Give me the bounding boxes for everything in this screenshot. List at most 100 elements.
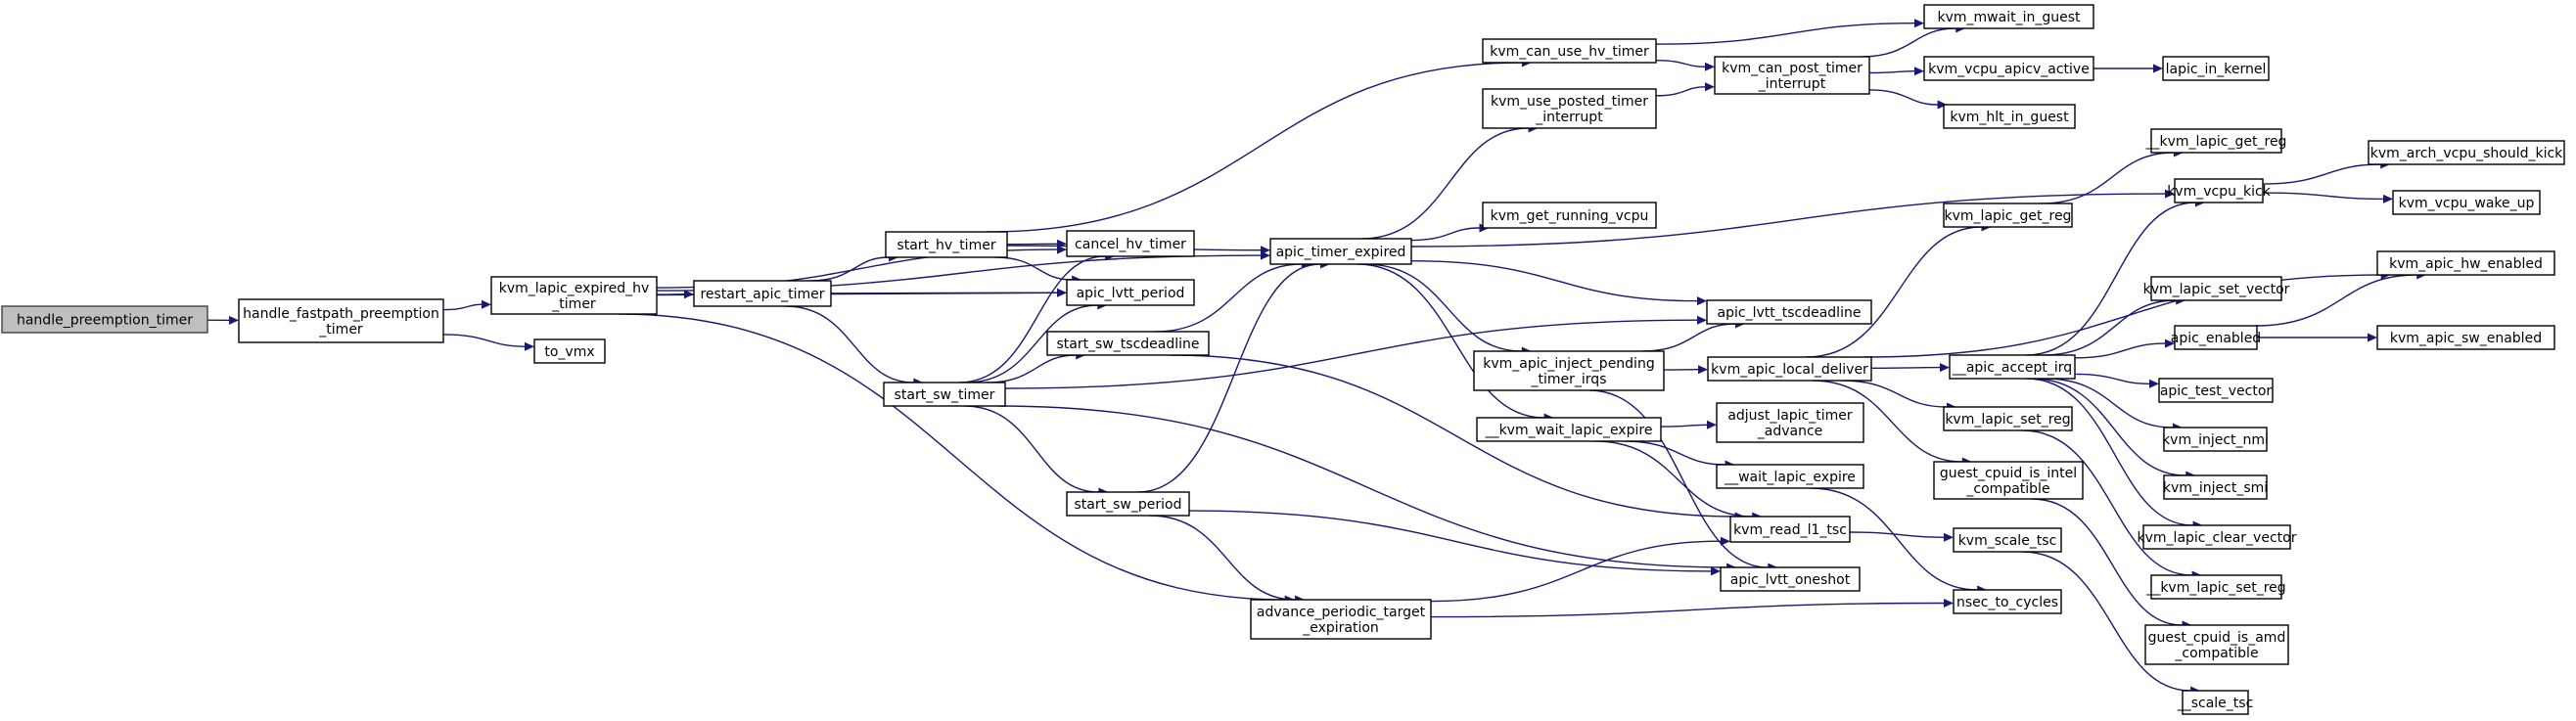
node-box[interactable] <box>2150 276 2282 301</box>
node-cancel-hv-timer[interactable]: cancel_hv_timer <box>1066 230 1195 257</box>
node-box[interactable] <box>1720 566 1861 592</box>
node-box[interactable] <box>1066 279 1195 306</box>
node-kvm-lapic-set-vector[interactable]: kvm_lapic_set_vector <box>2143 276 2290 301</box>
node-box[interactable] <box>490 276 658 315</box>
node-kvm-vcpu-apicv-active[interactable]: kvm_vcpu_apicv_active <box>1923 56 2094 81</box>
node-start-sw-timer[interactable]: start_sw_timer <box>883 382 1006 407</box>
node-box[interactable] <box>1706 299 1872 325</box>
node-kvm-inject-nmi[interactable]: kvm_inject_nmi <box>2162 427 2269 452</box>
node-box[interactable] <box>2150 574 2282 600</box>
node-kvm-vcpu-wake-up[interactable]: kvm_vcpu_wake_up <box>2392 190 2541 215</box>
node-kvm-apic-sw-enabled[interactable]: kvm_apic_sw_enabled <box>2376 325 2555 350</box>
node-box[interactable] <box>2368 140 2565 165</box>
node---kvm-lapic-get-reg[interactable]: __kvm_lapic_get_reg <box>2145 128 2287 154</box>
node-handle-preemption-timer[interactable]: handle_preemption_timer <box>1 305 208 334</box>
node-box[interactable] <box>1066 230 1195 257</box>
node-nsec-to-cycles[interactable]: nsec_to_cycles <box>1953 589 2062 614</box>
node-kvm-get-running-vcpu[interactable]: kvm_get_running_vcpu <box>1482 202 1657 229</box>
node-kvm-apic-local-deliver[interactable]: kvm_apic_local_deliver <box>1707 356 1872 382</box>
node-box[interactable] <box>1476 417 1662 442</box>
node---wait-lapic-expire[interactable]: __wait_lapic_expire <box>1716 464 1864 489</box>
node-box[interactable] <box>1 305 208 334</box>
node-kvm-apic-hw-enabled[interactable]: kvm_apic_hw_enabled <box>2376 250 2555 276</box>
node-to-vmx[interactable]: to_vmx <box>533 338 606 364</box>
node-box[interactable] <box>1923 56 2094 81</box>
node-advance-periodic-target-expiration[interactable]: advance_periodic_target_expiration <box>1250 599 1432 640</box>
node-box[interactable] <box>1482 88 1657 129</box>
node-box[interactable] <box>2142 524 2291 550</box>
node-box[interactable] <box>1923 4 2094 29</box>
node-apic-timer-expired[interactable]: apic_timer_expired <box>1269 238 1412 265</box>
node-box[interactable] <box>1949 354 2076 380</box>
node-box[interactable] <box>2150 128 2282 154</box>
node-box[interactable] <box>2392 190 2541 215</box>
node-lapic-in-kernel[interactable]: lapic_in_kernel <box>2162 56 2270 81</box>
node-box[interactable] <box>2182 690 2249 715</box>
node-box[interactable] <box>1943 203 2073 228</box>
node-box[interactable] <box>1066 491 1190 517</box>
node-kvm-scale-tsc[interactable]: kvm_scale_tsc <box>1953 527 2062 553</box>
node-kvm-apic-inject-pending-timer-irqs[interactable]: kvm_apic_inject_pending_timer_irqs <box>1473 350 1665 391</box>
node-box[interactable] <box>1716 402 1864 443</box>
node-box[interactable] <box>2376 325 2555 350</box>
node-box[interactable] <box>1953 527 2062 553</box>
node-box[interactable] <box>2163 474 2268 500</box>
node-box[interactable] <box>2174 325 2258 350</box>
node-box[interactable] <box>2174 178 2264 203</box>
node-start-hv-timer[interactable]: start_hv_timer <box>885 231 1008 258</box>
node-guest-cpuid-is-amd-compatible[interactable]: guest_cpuid_is_amd_compatible <box>2144 624 2289 665</box>
node-kvm-can-post-timer-interrupt[interactable]: kvm_can_post_timer_interrupt <box>1714 56 1870 95</box>
node-box[interactable] <box>883 382 1006 407</box>
node-box[interactable] <box>1714 56 1870 95</box>
node-box[interactable] <box>693 280 832 307</box>
node-apic-lvtt-tscdeadline[interactable]: apic_lvtt_tscdeadline <box>1706 299 1872 325</box>
node-apic-lvtt-period[interactable]: apic_lvtt_period <box>1066 279 1195 306</box>
node-kvm-lapic-clear-vector[interactable]: kvm_lapic_clear_vector <box>2138 524 2297 550</box>
node-box[interactable] <box>1716 464 1864 489</box>
node-apic-test-vector[interactable]: apic_test_vector <box>2158 378 2274 403</box>
node---scale-tsc[interactable]: __scale_tsc <box>2177 690 2254 715</box>
node-box[interactable] <box>2144 624 2289 665</box>
node-kvm-can-use-hv-timer[interactable]: kvm_can_use_hv_timer <box>1482 38 1657 64</box>
node-box[interactable] <box>1943 406 2073 431</box>
node-start-sw-period[interactable]: start_sw_period <box>1066 491 1190 517</box>
node---kvm-wait-lapic-expire[interactable]: __kvm_wait_lapic_expire <box>1476 417 1662 442</box>
node-box[interactable] <box>885 231 1008 258</box>
node-restart-apic-timer[interactable]: restart_apic_timer <box>693 280 832 307</box>
node-kvm-lapic-get-reg[interactable]: kvm_lapic_get_reg <box>1943 203 2073 228</box>
node-kvm-vcpu-kick[interactable]: kvm_vcpu_kick <box>2167 178 2272 203</box>
node-box[interactable] <box>1729 516 1851 543</box>
node-box[interactable] <box>1933 461 2084 500</box>
node-box[interactable] <box>238 298 444 343</box>
node-box[interactable] <box>1482 202 1657 229</box>
node-kvm-inject-smi[interactable]: kvm_inject_smi <box>2163 474 2268 500</box>
node-box[interactable] <box>2162 56 2270 81</box>
node-apic-enabled[interactable]: apic_enabled <box>2171 325 2261 350</box>
node-box[interactable] <box>2158 378 2274 403</box>
node-box[interactable] <box>2163 427 2268 452</box>
node-box[interactable] <box>1482 38 1657 64</box>
node-box[interactable] <box>1473 350 1665 391</box>
node-kvm-read-l1-tsc[interactable]: kvm_read_l1_tsc <box>1729 516 1851 543</box>
node-kvm-hlt-in-guest[interactable]: kvm_hlt_in_guest <box>1943 104 2076 129</box>
node-box[interactable] <box>1943 104 2076 129</box>
node-kvm-use-posted-timer-interrupt[interactable]: kvm_use_posted_timer_interrupt <box>1482 88 1657 129</box>
node-handle-fastpath-preemption-timer[interactable]: handle_fastpath_preemption_timer <box>238 298 444 343</box>
node-box[interactable] <box>2376 250 2555 276</box>
node---kvm-lapic-set-reg[interactable]: __kvm_lapic_set_reg <box>2145 574 2286 600</box>
node-box[interactable] <box>1269 238 1412 265</box>
node---apic-accept-irq[interactable]: __apic_accept_irq <box>1949 354 2076 380</box>
node-box[interactable] <box>1707 356 1872 382</box>
node-kvm-mwait-in-guest[interactable]: kvm_mwait_in_guest <box>1923 4 2094 29</box>
node-adjust-lapic-timer-advance[interactable]: adjust_lapic_timer_advance <box>1716 402 1864 443</box>
node-box[interactable] <box>533 338 606 364</box>
node-guest-cpuid-is-intel-compatible[interactable]: guest_cpuid_is_intel_compatible <box>1933 461 2084 500</box>
node-box[interactable] <box>1250 599 1432 640</box>
node-start-sw-tscdeadline[interactable]: start_sw_tscdeadline <box>1046 331 1210 356</box>
node-kvm-lapic-set-reg[interactable]: kvm_lapic_set_reg <box>1943 406 2073 431</box>
node-apic-lvtt-oneshot[interactable]: apic_lvtt_oneshot <box>1720 566 1861 592</box>
node-box[interactable] <box>1953 589 2062 614</box>
node-box[interactable] <box>1046 331 1210 356</box>
node-kvm-lapic-expired-hv-timer[interactable]: kvm_lapic_expired_hv_timer <box>490 276 658 315</box>
node-kvm-arch-vcpu-should-kick[interactable]: kvm_arch_vcpu_should_kick <box>2368 140 2565 165</box>
